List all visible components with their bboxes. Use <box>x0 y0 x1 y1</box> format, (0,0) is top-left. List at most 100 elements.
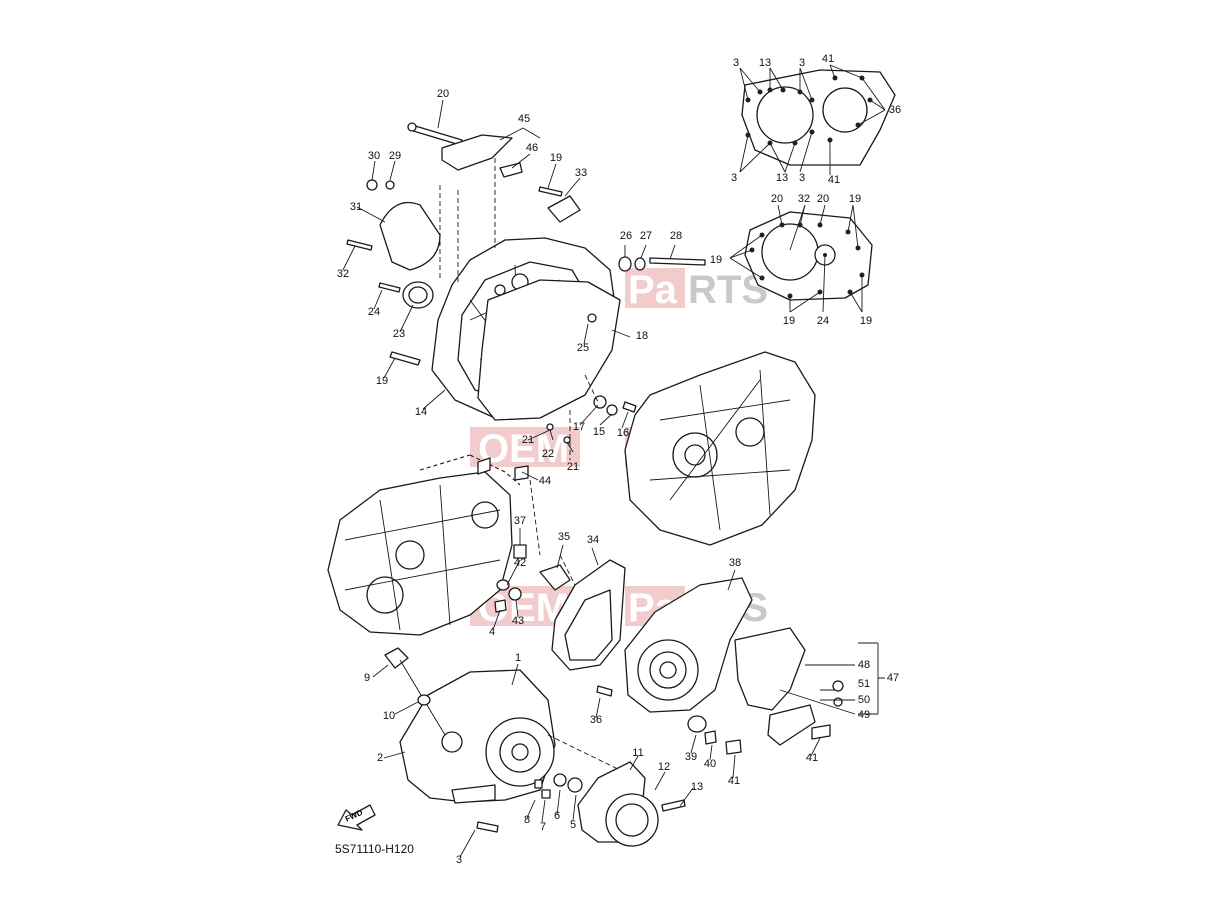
inset-bolt-pattern-upper <box>739 64 896 175</box>
label-16: 16 <box>617 427 629 439</box>
label-14: 14 <box>415 406 427 418</box>
label-39: 39 <box>685 751 697 763</box>
label-4: 4 <box>489 626 495 638</box>
small-parts-center <box>546 313 637 444</box>
label-18: 18 <box>636 330 648 342</box>
crankcase-right <box>624 351 816 546</box>
label-37: 37 <box>514 515 526 527</box>
label-15: 15 <box>593 426 605 438</box>
inset-label-19-d: 19 <box>860 315 872 327</box>
label-10: 10 <box>383 710 395 722</box>
bolts-misc-left <box>346 186 581 366</box>
label-48: 48 <box>858 659 870 671</box>
label-19: 19 <box>550 152 562 164</box>
label-9: 9 <box>364 672 370 684</box>
label-7: 7 <box>540 821 546 833</box>
label-34: 34 <box>587 534 599 546</box>
label-24: 24 <box>368 306 380 318</box>
label-43: 43 <box>512 615 524 627</box>
inset-label-19-c: 19 <box>783 315 795 327</box>
label-36: 36 <box>590 714 602 726</box>
inset-label-20-a: 20 <box>771 193 783 205</box>
inset-label-41-a: 41 <box>822 53 834 65</box>
label-49: 49 <box>858 709 870 721</box>
label-27: 27 <box>640 230 652 242</box>
label-12: 12 <box>658 761 670 773</box>
guide-lines <box>439 158 621 771</box>
svg-text:OEM: OEM <box>478 427 569 471</box>
clutch-cover-main <box>399 669 556 804</box>
part-labels: 1 2 3 4 5 6 7 8 9 10 11 12 13 14 15 16 1… <box>337 53 901 866</box>
label-46: 46 <box>526 142 538 154</box>
label-2: 2 <box>377 752 383 764</box>
inset-label-13-b: 13 <box>776 172 788 184</box>
inset-label-13-a: 13 <box>759 57 771 69</box>
label-21: 21 <box>522 434 534 446</box>
inset-label-3-c: 3 <box>731 172 737 184</box>
label-47: 47 <box>887 672 899 684</box>
bolt-20 <box>407 122 463 146</box>
inset-label-20-b: 20 <box>817 193 829 205</box>
inset-label-3-b: 3 <box>799 57 805 69</box>
shaft-28 <box>618 256 706 272</box>
sprocket-cover-38 <box>624 577 753 713</box>
label-32: 32 <box>337 268 349 280</box>
cover-34 <box>551 559 626 671</box>
label-13: 13 <box>691 781 703 793</box>
inset-label-3-d: 3 <box>799 172 805 184</box>
label-25: 25 <box>577 342 589 354</box>
inset-label-32: 32 <box>798 193 810 205</box>
label-41-b: 41 <box>806 752 818 764</box>
small-parts-39-41 <box>687 715 742 755</box>
inset-label-3-a: 3 <box>733 57 739 69</box>
label-23: 23 <box>393 328 405 340</box>
label-3: 3 <box>456 854 462 866</box>
inset-label-19-a: 19 <box>849 193 861 205</box>
label-21-b: 21 <box>567 461 579 473</box>
label-38: 38 <box>729 557 741 569</box>
label-45: 45 <box>518 113 530 125</box>
cover-plate-45 <box>441 134 523 178</box>
label-20: 20 <box>437 88 449 100</box>
label-44: 44 <box>539 475 551 487</box>
label-36-b: 36 <box>889 104 901 116</box>
fwd-arrow-icon: FWD <box>337 804 376 831</box>
crankcase-left <box>327 454 521 636</box>
cover-12 <box>605 793 659 847</box>
inset-bolt-pattern-lower <box>729 204 873 313</box>
label-42: 42 <box>514 557 526 569</box>
label-40: 40 <box>704 758 716 770</box>
inset-label-41-b: 41 <box>828 174 840 186</box>
leader-lines <box>342 99 885 858</box>
inset-label-19-b: 19 <box>710 254 722 266</box>
label-31: 31 <box>350 201 362 213</box>
gasket <box>477 279 621 421</box>
label-29: 29 <box>389 150 401 162</box>
label-28: 28 <box>670 230 682 242</box>
small-parts-bottom <box>476 685 686 833</box>
label-41: 41 <box>728 775 740 787</box>
label-26: 26 <box>620 230 632 242</box>
label-1: 1 <box>515 652 521 664</box>
label-5: 5 <box>570 819 576 831</box>
timing-cover-31 <box>366 179 441 271</box>
label-50: 50 <box>858 694 870 706</box>
label-6: 6 <box>554 810 560 822</box>
guard-47 <box>734 627 844 746</box>
diagram-code: 5S71110-H120 <box>335 842 414 856</box>
label-8: 8 <box>524 814 530 826</box>
svg-text:Pa: Pa <box>628 268 678 312</box>
label-11: 11 <box>632 747 643 759</box>
plug-23 <box>402 281 434 309</box>
oring-10 <box>417 694 431 706</box>
inset-label-24: 24 <box>817 315 829 327</box>
label-19-b: 19 <box>376 375 388 387</box>
label-35: 35 <box>558 531 570 543</box>
label-33: 33 <box>575 167 587 179</box>
label-17: 17 <box>573 421 585 433</box>
label-22: 22 <box>542 448 554 460</box>
label-30: 30 <box>368 150 380 162</box>
small-parts-mid-left <box>477 457 571 613</box>
label-51: 51 <box>858 678 870 690</box>
